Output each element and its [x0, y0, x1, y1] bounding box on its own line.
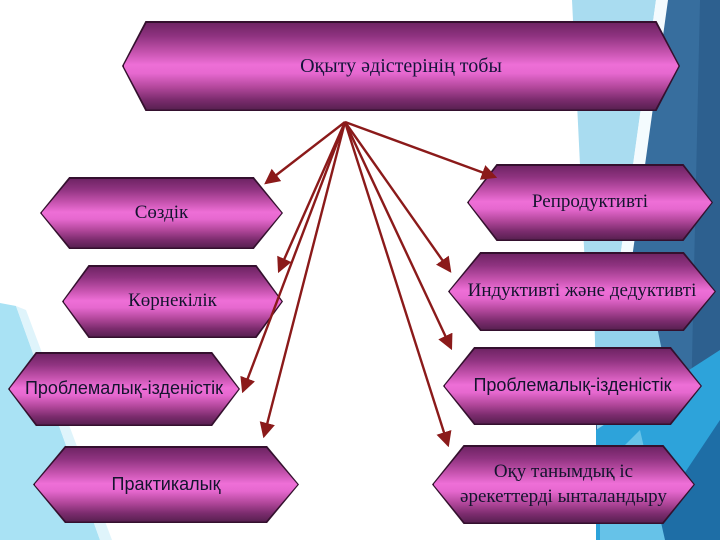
node-oku-tanymdyk: Оқу танымдық іс әрекеттерді ынталандыру	[432, 445, 695, 524]
node-sozdik: Сөздік	[40, 177, 283, 249]
node-reproduktivti: Репродуктивті	[467, 164, 713, 241]
diagram-root-node: Оқыту әдістерінің тобы	[122, 21, 680, 111]
node-label: Проблемалық-ізденістік	[473, 375, 672, 396]
node-label: Көрнекілік	[128, 290, 217, 312]
node-praktikalyk: Практикалық	[33, 446, 299, 523]
node-problemalyk-izdenistik-left: Проблемалық-ізденістік	[8, 352, 240, 426]
node-label: Проблемалық-ізденістік	[24, 378, 224, 399]
diagram-root-label: Оқыту әдістерінің тобы	[300, 55, 502, 77]
node-problemalyk-izdenistik-right: Проблемалық-ізденістік	[443, 347, 702, 425]
node-label: Репродуктивті	[531, 191, 649, 213]
node-induktivti-deduktivti: Индуктивті және дедуктивті	[448, 252, 716, 331]
node-label: Оқу танымдық іс әрекеттерді ынталандыру	[460, 460, 667, 507]
node-label: Сөздік	[134, 201, 189, 223]
node-label: Практикалық	[111, 473, 221, 494]
node-label: Индуктивті және дедуктивті	[467, 280, 697, 302]
node-kornekilik: Көрнекілік	[62, 265, 283, 338]
